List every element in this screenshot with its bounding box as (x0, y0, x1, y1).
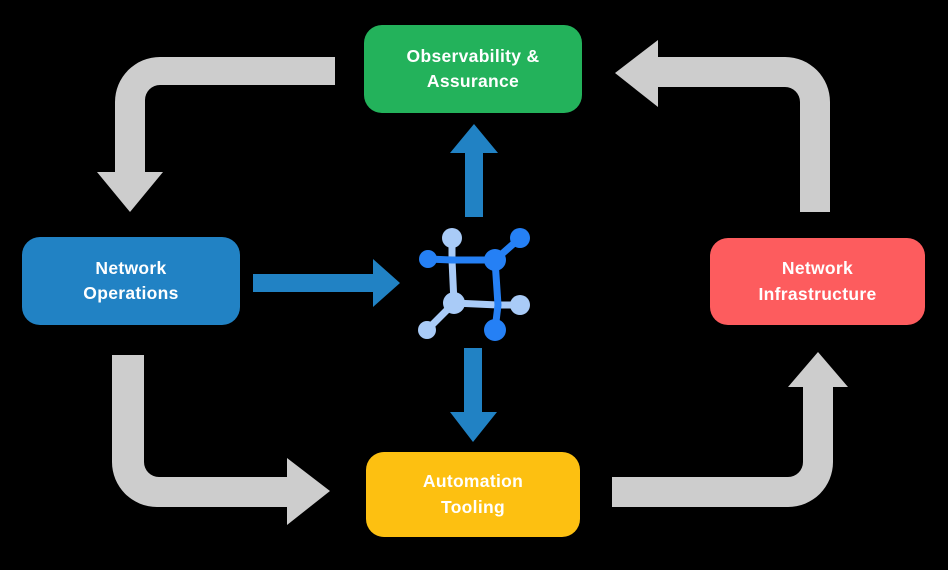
arrow-infrastructure-to-observability (615, 40, 830, 212)
node-network-infrastructure: Network Infrastructure (710, 238, 925, 325)
arrow-operations-to-icon (253, 259, 400, 307)
node-observability-assurance: Observability & Assurance (364, 25, 582, 113)
arrow-icon-to-automation (450, 348, 497, 442)
arrow-observability-to-operations (97, 57, 335, 212)
node-network-operations: Network Operations (22, 237, 240, 325)
node-label: Observability & Assurance (406, 45, 540, 91)
icon-light-nodes (418, 228, 530, 339)
arrow-icon-to-observability (450, 124, 498, 217)
arrow-automation-to-infrastructure (612, 352, 848, 507)
network-mesh-icon (418, 228, 530, 341)
node-label: Network Operations (83, 257, 179, 303)
node-label: Automation Tooling (422, 471, 524, 517)
node-label: Network Infrastructure (758, 258, 877, 304)
arrow-operations-to-automation (112, 355, 330, 525)
node-automation-tooling: Automation Tooling (366, 452, 580, 537)
icon-dark-nodes (419, 228, 530, 341)
